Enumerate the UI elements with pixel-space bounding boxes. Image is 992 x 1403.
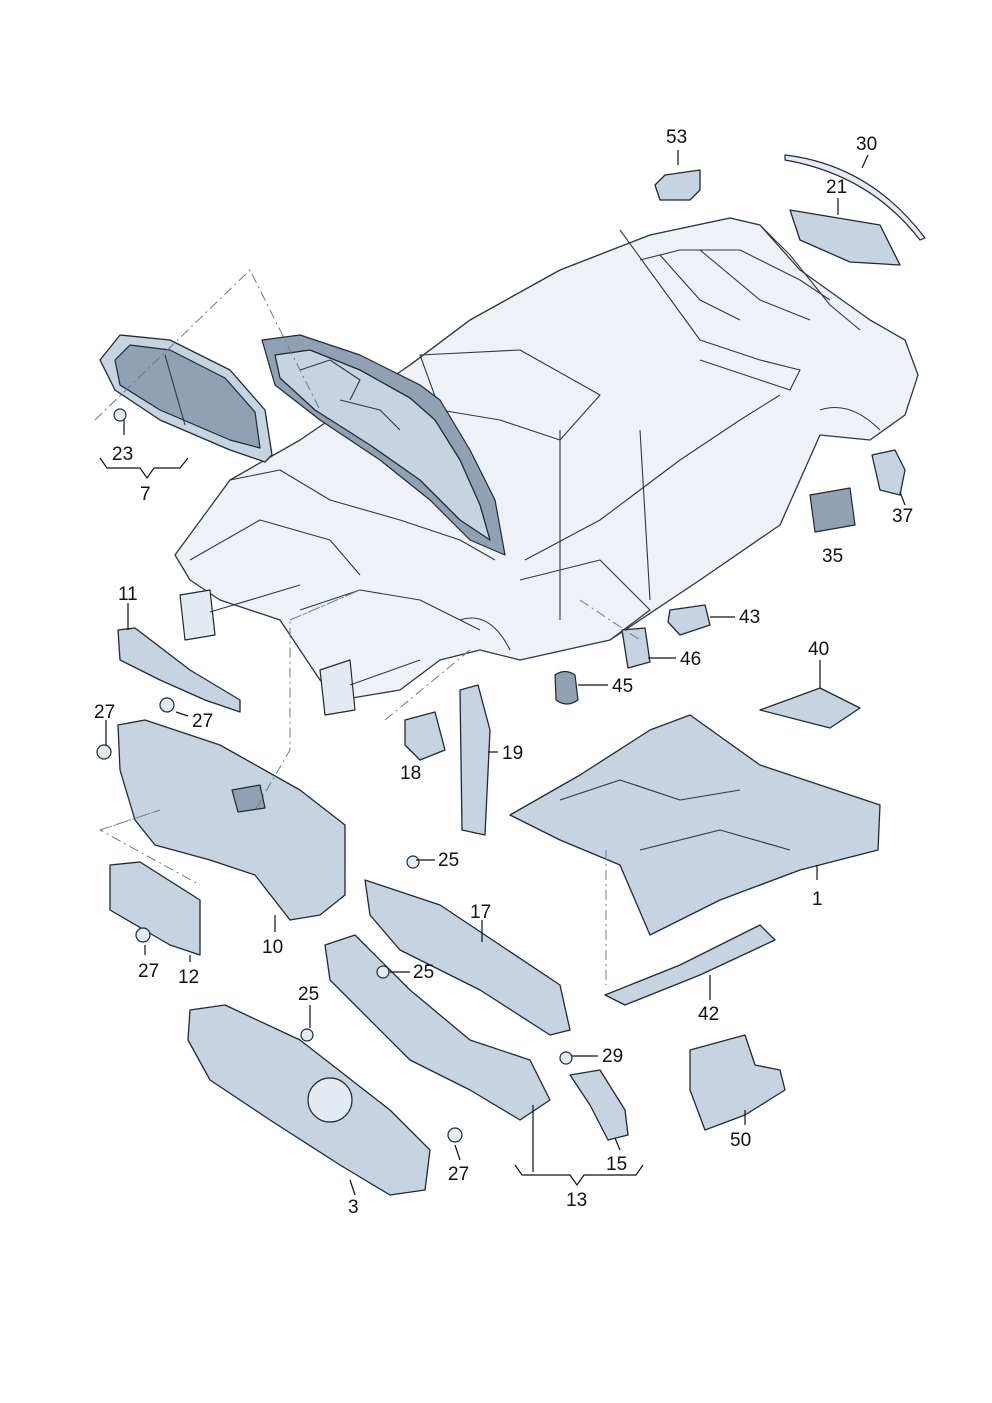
callout-18: 18 [400, 763, 421, 784]
leader-lines [99, 150, 906, 1196]
callout-35: 35 [822, 546, 843, 567]
clip-25-icon [300, 1028, 314, 1042]
part-15 [569, 1069, 629, 1141]
duct-13 [324, 934, 551, 1121]
hood-insulation-mat [99, 334, 273, 463]
guide-lines [94, 269, 641, 985]
roof-parts [654, 154, 926, 266]
callout-25b: 25 [413, 962, 434, 983]
part-40 [759, 687, 861, 729]
callout-19: 19 [502, 743, 523, 764]
part-37 [871, 449, 906, 496]
callout-27d: 27 [448, 1164, 469, 1185]
part-35 [809, 487, 856, 533]
part-30 [784, 154, 926, 241]
callout-27b: 27 [192, 711, 213, 732]
part-43 [667, 604, 711, 636]
callout-10: 10 [262, 937, 283, 958]
callout-17: 17 [470, 902, 491, 923]
callout-21: 21 [826, 177, 847, 198]
part-50 [689, 1034, 786, 1131]
callout-11: 11 [118, 584, 138, 605]
callout-30: 30 [856, 134, 877, 155]
part-17 [364, 879, 571, 1036]
clips [96, 697, 573, 1143]
clip-27-icon [159, 697, 175, 713]
small-mounts [554, 604, 711, 705]
floor-carpet [509, 714, 881, 936]
clip-27-icon [447, 1127, 463, 1143]
callout-25a: 25 [438, 850, 459, 871]
part-46 [621, 627, 651, 669]
clip-23-icon [113, 408, 127, 422]
clip-27-icon [135, 927, 151, 943]
clip-29-icon [559, 1051, 573, 1065]
callout-40: 40 [808, 639, 829, 660]
clip-25-icon [376, 965, 390, 979]
callout-labels: 53 30 21 23 7 37 35 11 43 27 27 46 40 45… [94, 127, 913, 1218]
callout-46: 46 [680, 649, 701, 670]
callout-53: 53 [666, 127, 687, 148]
callout-50: 50 [730, 1130, 751, 1151]
clip-27-icon [96, 744, 112, 760]
callout-23: 23 [112, 444, 133, 465]
pillar-parts [404, 684, 491, 836]
callout-1: 1 [812, 889, 823, 910]
part-21 [789, 209, 901, 266]
callout-13: 13 [566, 1190, 587, 1211]
callout-7: 7 [140, 484, 151, 505]
part-11 [117, 627, 241, 713]
callout-27a: 27 [94, 702, 115, 723]
hood [261, 334, 506, 556]
callout-25c: 25 [298, 984, 319, 1005]
rear-parts [809, 449, 906, 533]
callout-27c: 27 [138, 961, 159, 982]
bulkhead-insulation [117, 719, 346, 921]
callout-43: 43 [739, 607, 760, 628]
clip-25-icon [406, 855, 420, 869]
car-body-shell [174, 217, 919, 716]
part-18 [404, 711, 446, 761]
part-45 [554, 670, 579, 705]
part-19 [459, 684, 491, 836]
callout-12: 12 [178, 967, 199, 988]
panel-12 [109, 861, 201, 956]
callout-37: 37 [892, 506, 913, 527]
callout-15: 15 [606, 1154, 627, 1175]
callout-3: 3 [348, 1197, 359, 1218]
callout-45: 45 [612, 676, 633, 697]
callout-42: 42 [698, 1004, 719, 1025]
part-53 [654, 169, 701, 201]
part-42 [604, 924, 776, 1006]
callout-29: 29 [602, 1046, 623, 1067]
